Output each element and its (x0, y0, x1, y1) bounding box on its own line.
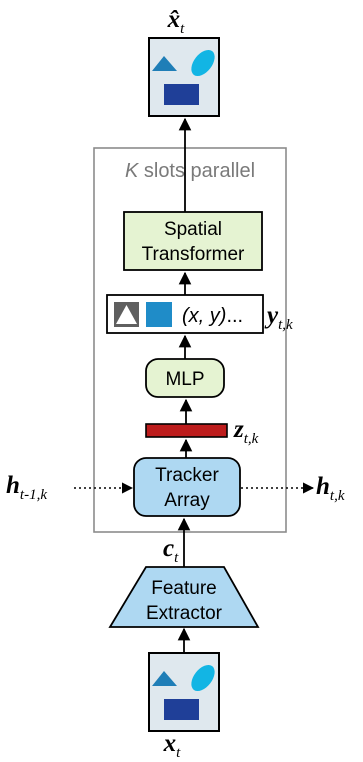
output-image (148, 37, 220, 117)
input-image (148, 652, 220, 732)
input-image-label: xt (163, 730, 182, 761)
spatial-transformer-label-line2: Transformer (142, 244, 245, 265)
output-triangle-icon (152, 56, 177, 71)
slot-triangle-icon (116, 305, 137, 324)
feature-extractor-box (108, 566, 260, 628)
feature-extractor-label-line2: Extractor (146, 603, 223, 624)
hidden-state-out-label: ht,k (316, 473, 345, 504)
latent-label: zt,k (233, 416, 259, 447)
output-rectangle-icon (164, 84, 199, 105)
features-label: ct (163, 535, 179, 566)
tracker-array-label-line1: Tracker (155, 465, 219, 486)
slot-vector-label: yt,k (264, 302, 293, 333)
input-rectangle-icon (164, 699, 199, 720)
spatial-transformer-box (123, 211, 263, 271)
spatial-transformer-label-line1: Spatial (164, 219, 222, 240)
slot-color-swatch (146, 302, 172, 327)
hidden-state-in-label: ht-1,k (6, 472, 47, 503)
output-image-label: x̂t (167, 6, 186, 37)
latent-bar (145, 423, 228, 438)
output-ellipse-icon (191, 49, 215, 77)
k-slots-label: K slots parallel (125, 160, 255, 182)
input-triangle-icon (152, 671, 177, 686)
input-ellipse-icon (191, 664, 215, 692)
tracker-array-label-line2: Array (164, 490, 210, 511)
mlp-label: MLP (165, 369, 204, 390)
tracker-array-box (133, 457, 241, 517)
feature-extractor-label-line1: Feature (151, 578, 216, 599)
k-slots-group (93, 147, 287, 533)
slot-coordinates: (x, y)... (182, 305, 243, 327)
